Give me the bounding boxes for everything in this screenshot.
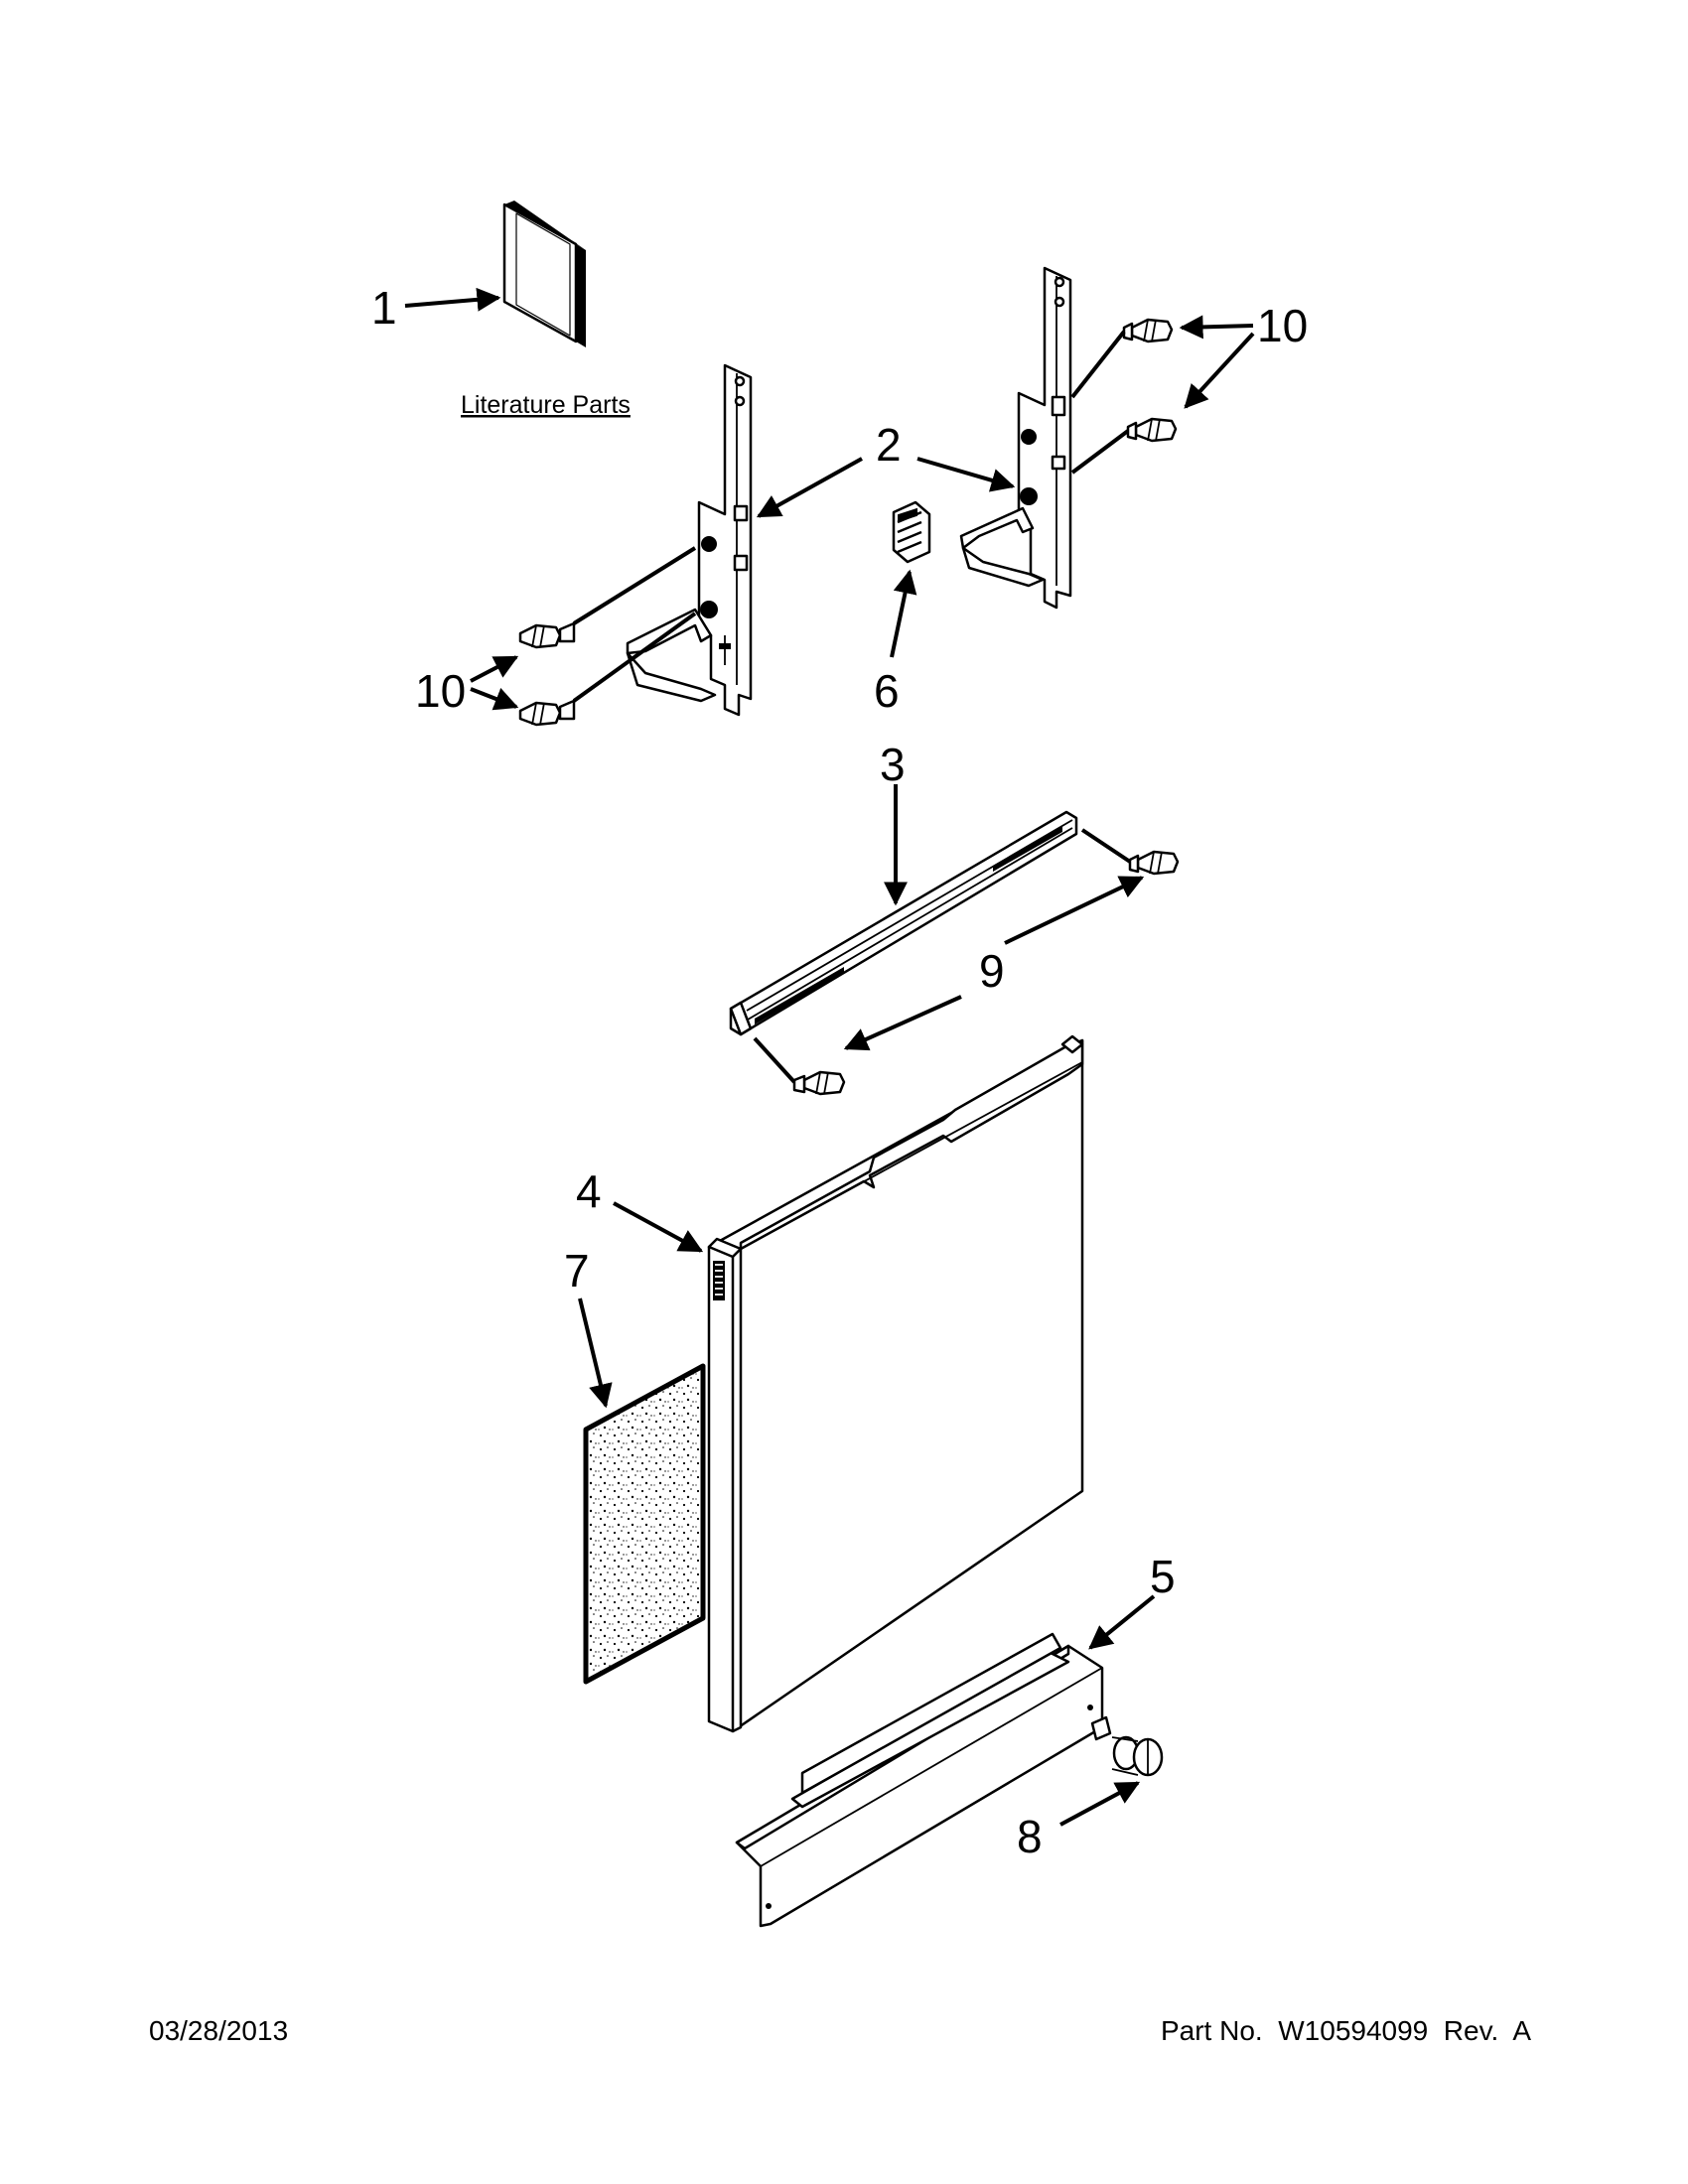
callout-10-leader-right-b xyxy=(1184,332,1255,409)
hinge-screw-right-lower xyxy=(1070,417,1178,475)
hinge-cap xyxy=(892,500,931,564)
callout-8-leader xyxy=(1059,1781,1141,1827)
callout-3: 3 xyxy=(880,739,906,790)
callout-4-leader xyxy=(613,1201,704,1253)
literature-booklet xyxy=(502,201,586,347)
hinge-screw-left-lower xyxy=(518,612,697,727)
callout-1: 1 xyxy=(371,282,397,334)
right-hinge-bracket xyxy=(959,266,1072,610)
door-top-rail xyxy=(729,810,1078,1036)
literature-parts-label: Literature Parts xyxy=(461,391,631,419)
rail-screw-right xyxy=(1080,828,1180,876)
callout-8: 8 xyxy=(1017,1811,1043,1862)
callout-2: 2 xyxy=(876,419,902,471)
hinge-screw-right-upper xyxy=(1070,318,1174,399)
callout-7: 7 xyxy=(564,1245,590,1297)
toe-kick-panel xyxy=(735,1632,1104,1928)
footer-date: 03/28/2013 xyxy=(149,2015,289,2046)
callout-9-leader-upper xyxy=(1004,876,1145,945)
callout-9: 9 xyxy=(979,945,1005,997)
hinge-screw-left-upper xyxy=(518,546,697,649)
callout-9-leader-lower xyxy=(843,995,962,1051)
callout-4: 4 xyxy=(576,1165,602,1217)
callout-6-leader xyxy=(890,569,917,658)
door-panel xyxy=(707,1034,1084,1733)
callout-10-leader-left-b xyxy=(470,687,519,711)
footer-part-number: Part No. W10594099 Rev. A xyxy=(1160,2015,1531,2046)
callout-2-leader-right xyxy=(916,457,1016,492)
callout-5-leader xyxy=(1088,1594,1156,1650)
toe-panel-screw xyxy=(1090,1715,1164,1777)
callout-2-leader-left xyxy=(756,457,863,518)
callout-10-leader-left-a xyxy=(470,655,519,683)
callout-10-leader-right-a xyxy=(1179,315,1254,340)
callout-6: 6 xyxy=(874,665,900,717)
callout-10-right: 10 xyxy=(1257,300,1308,351)
callout-10-left: 10 xyxy=(415,665,466,717)
callout-1-leader xyxy=(404,287,501,312)
left-hinge-bracket xyxy=(626,363,753,717)
callout-5: 5 xyxy=(1150,1551,1176,1602)
insulation-pad xyxy=(583,1363,706,1685)
callout-7-leader xyxy=(578,1297,613,1409)
rail-screw-left xyxy=(753,1036,846,1096)
